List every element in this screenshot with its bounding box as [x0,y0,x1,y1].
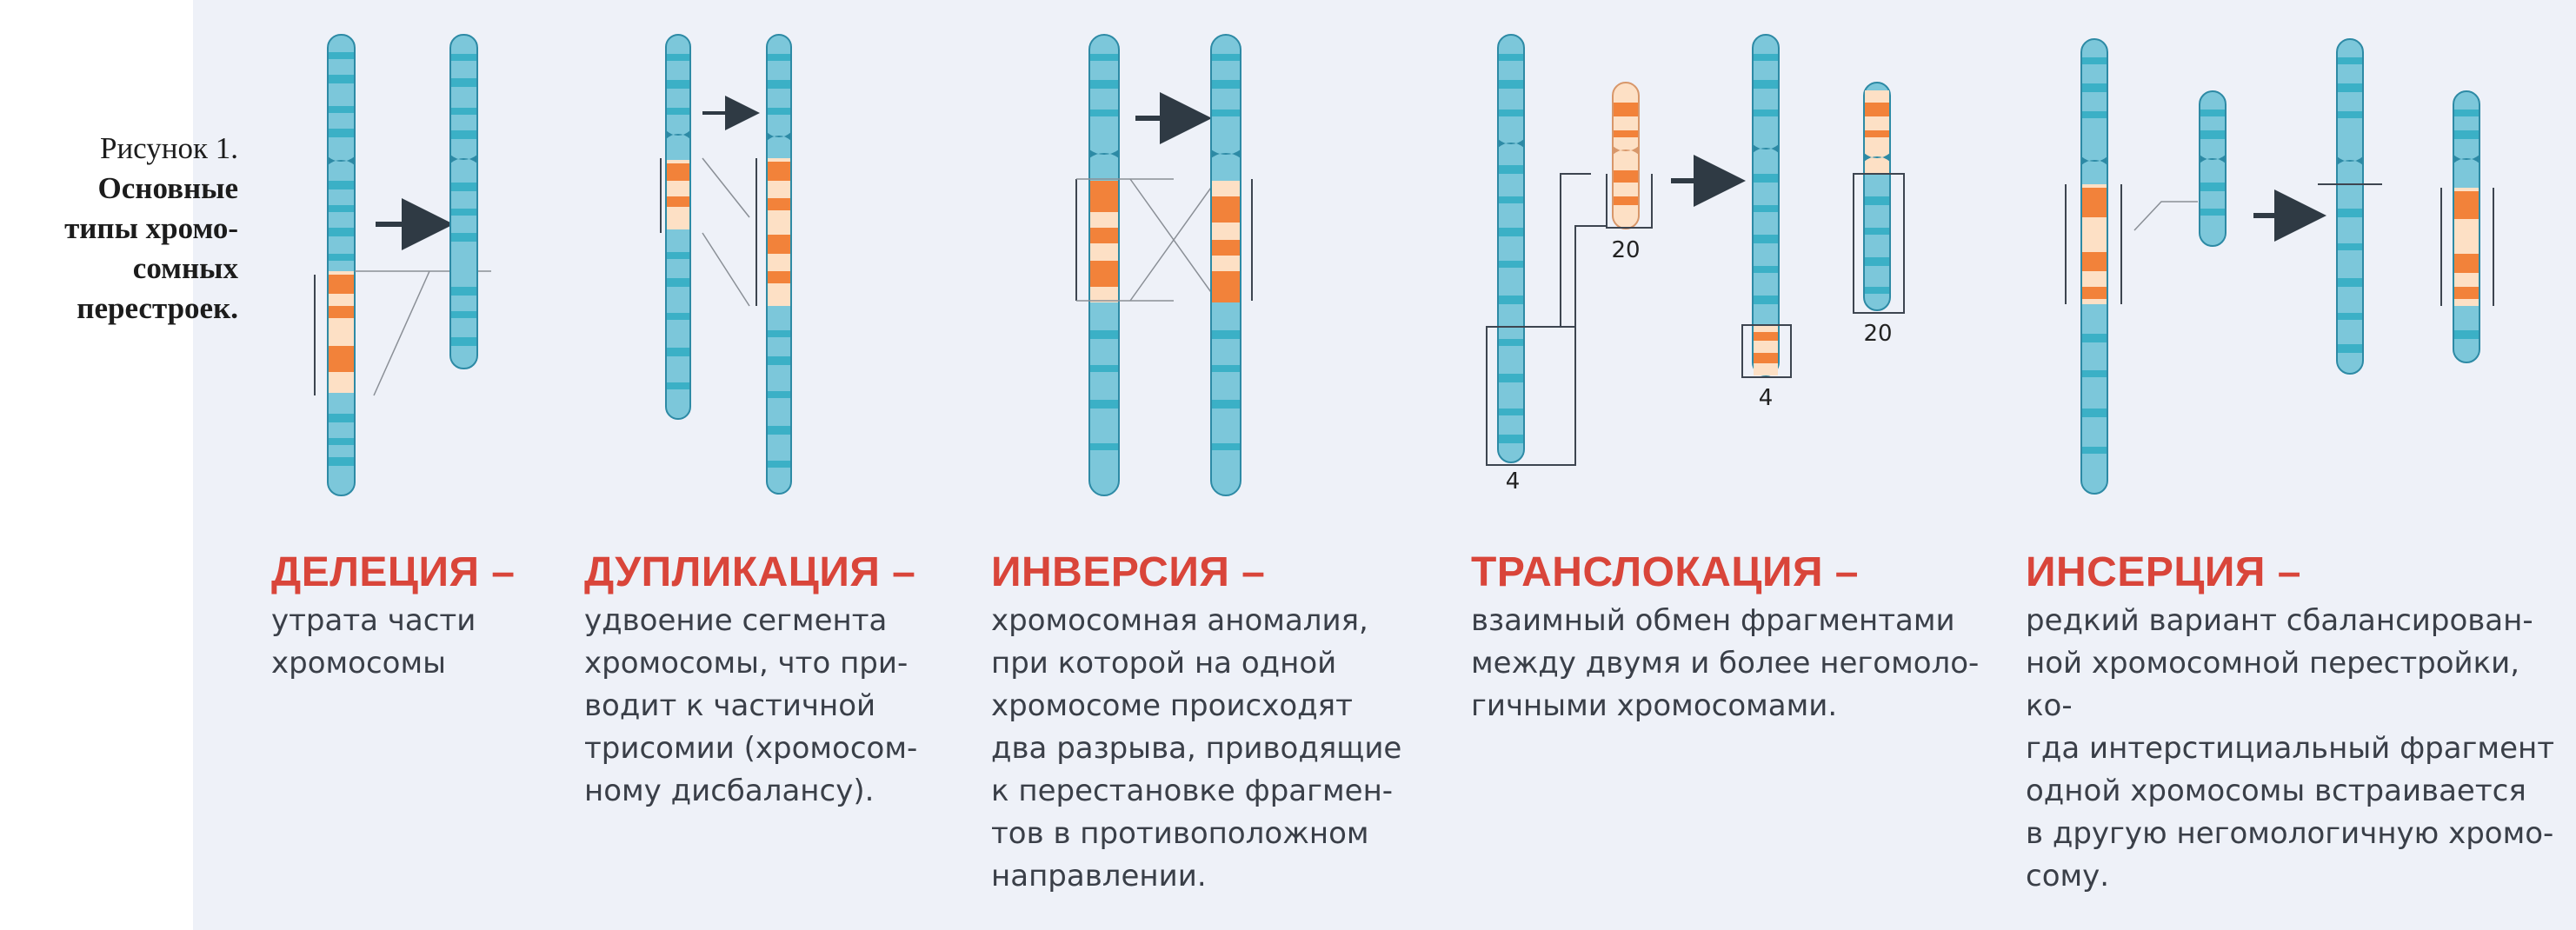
inversion-term: ИНВЕРСИЯ – [991,549,1266,595]
insertion-chromosome-donor [2080,38,2108,495]
translocation-text: взаимный обмен фрагментами между двумя и… [1471,603,1980,723]
duplication-text: удвоение сегмента хромосомы, что при- во… [584,603,918,808]
figure-title: Основные типы хромо- сомных перестроек. [64,171,238,325]
translocation-chr20-before [1612,82,1640,229]
insertion-text: редкий вариант сбалансирован- ной хромос… [2026,603,2555,893]
chr4-label-after: 4 [1759,385,1774,411]
inversion-description: ИНВЕРСИЯ – хромосомная аномалия, при кот… [991,546,1443,898]
translocation-chr4-before [1497,34,1525,463]
deletion-text: утрата части хромосомы [271,603,476,681]
deletion-chromosome-normal [327,34,356,496]
chr20-label-after: 20 [1863,321,1892,347]
translocation-term: ТРАНСЛОКАЦИЯ – [1471,549,1859,595]
insertion-term: ИНСЕРЦИЯ – [2026,549,2301,595]
deletion-description: ДЕЛЕЦИЯ – утрата части хромосомы [271,546,532,685]
inversion-text: хромосомная аномалия, при которой на одн… [991,603,1402,893]
duplication-term: ДУПЛИКАЦИЯ – [584,549,916,595]
deletion-illustration [314,34,491,496]
figure-label: Рисунок 1. [99,131,238,165]
inversion-illustration [1075,34,1253,496]
insertion-illustration [2065,38,2494,495]
duplication-chromosome-duplicated [766,34,792,495]
translocation-illustration: 4 20 4 [1486,34,1905,495]
insertion-chromosome-recipient [2199,90,2227,247]
duplication-chromosome-normal [665,34,691,420]
insertion-chromosome-deleted-donor [2336,38,2364,375]
deletion-chromosome-deleted [449,34,478,369]
deletion-term: ДЕЛЕЦИЯ – [271,549,516,595]
figure-panel [193,0,2576,930]
figure-caption: Рисунок 1. Основные типы хромо- сомных п… [0,129,238,329]
chromosome-diagram: 4 20 4 [314,34,2494,496]
insertion-chromosome-with-insert [2453,90,2480,363]
duplication-illustration [660,34,792,495]
inversion-chromosome-normal [1088,34,1120,496]
chr4-label-before: 4 [1506,468,1521,495]
chr20-label-before: 20 [1611,237,1640,263]
translocation-chr4-after [1752,34,1780,376]
insertion-description: ИНСЕРЦИЯ – редкий вариант сбалансирован-… [2026,546,2565,898]
duplication-description: ДУПЛИКАЦИЯ – удвоение сегмента хромосомы… [584,546,958,813]
translocation-description: ТРАНСЛОКАЦИЯ – взаимный обмен фрагментам… [1471,546,1984,727]
translocation-chr20-after [1863,82,1891,311]
inversion-chromosome-inverted [1210,34,1241,496]
